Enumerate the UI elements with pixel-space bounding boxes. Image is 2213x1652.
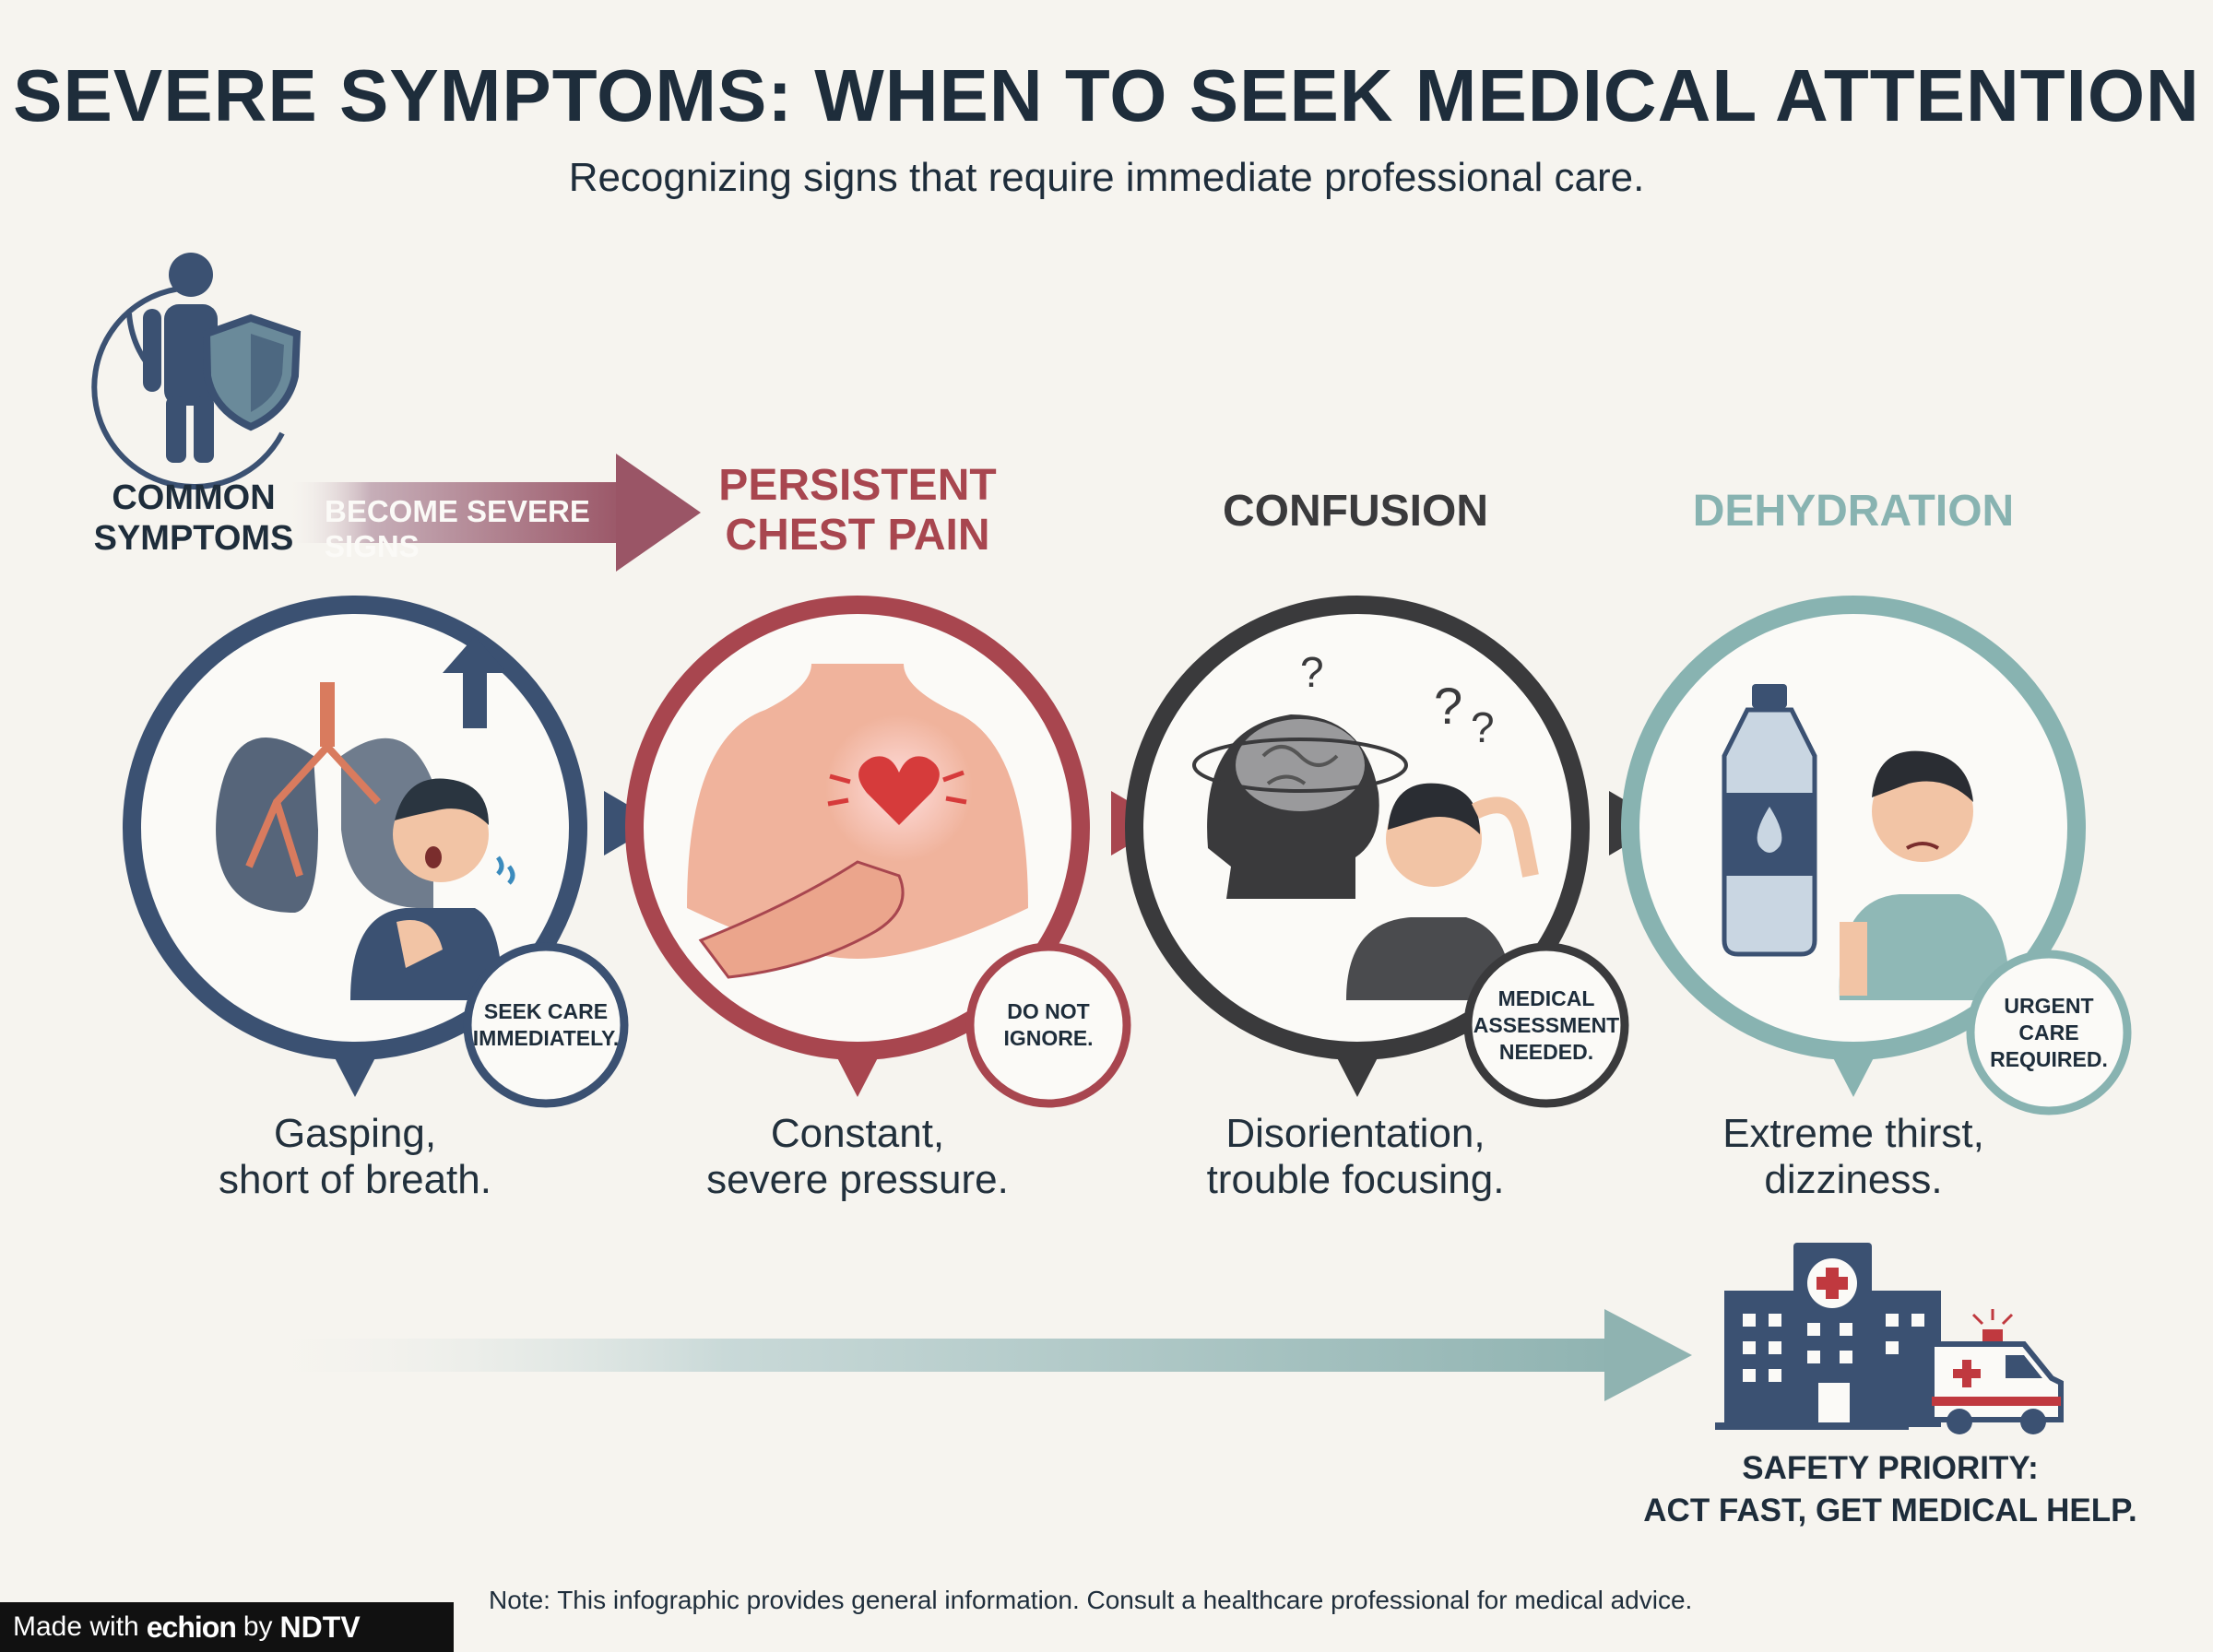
caption-line2: trouble focusing. [1206,1157,1505,1202]
water-bottle-icon [1722,684,1817,957]
hospital-icon [1715,1243,1941,1430]
credit-brand: echion [146,1610,237,1644]
caption-breathing: Gasping, short of breath. [152,1111,558,1203]
credit-banner: Made with echion by NDTV [0,1602,454,1652]
dehydrated-person-icon [1839,750,2010,1000]
stage-circle-confusion: ? ? ? [1125,596,1629,1108]
bottom-arrow [240,1309,1692,1401]
stage-circle-dehydration [1621,596,2132,1115]
badge-ring [1463,942,1629,1108]
stage-heading-confusion: CONFUSION [1223,487,1488,536]
caption-line2: severe pressure. [706,1157,1009,1202]
caption-dehydration: Extreme thirst, dizziness. [1651,1111,2056,1203]
chest-pain-icon [687,664,1028,979]
gasping-person-icon [350,778,515,1000]
ambulance-icon [1929,1309,2064,1434]
person-shield-icon [91,253,302,490]
badge-ring [463,942,629,1108]
caption-line1: Disorientation, [1225,1111,1485,1156]
svg-text:?: ? [1300,648,1324,696]
common-symptoms-line1: COMMON [112,478,276,517]
badge-do-not-ignore: DO NOT IGNORE. [1003,999,1094,1050]
page-title: SEVERE SYMPTOMS: WHEN TO SEEK MEDICAL AT… [13,54,2200,136]
credit-prefix: Made with [13,1611,139,1642]
confused-head-icon: ? ? ? [1192,648,1539,1000]
credit-by: by [243,1611,273,1642]
heading-line2: CHEST PAIN [725,511,990,560]
badge-ring [1966,950,2132,1115]
caption-line1: Extreme thirst, [1722,1111,1984,1156]
badge-medical-assessment: MEDICAL ASSESSMENT NEEDED. [1473,985,1620,1064]
safety-line2: ACT FAST, GET MEDICAL HELP. [1643,1493,2137,1528]
badge-ring [965,942,1131,1108]
stage-heading-chest-pain: PERSISTENT CHEST PAIN [673,461,1042,560]
caption-line1: Constant, [770,1111,945,1156]
intro-arrow [286,454,701,572]
badge-urgent-care: URGENT CARE REQUIRED. [1990,993,2108,1071]
intro-arrow-text: BECOME SEVERE SIGNS [325,494,590,563]
safety-priority: SAFETY PRIORITY: ACT FAST, GET MEDICAL H… [1568,1447,2213,1532]
credit-org: NDTV [279,1610,361,1644]
caption-line2: dizziness. [1764,1157,1943,1202]
svg-text:?: ? [1434,677,1462,735]
page-subtitle: Recognizing signs that require immediate… [568,155,1645,200]
caption-chest-pain: Constant, severe pressure. [655,1111,1060,1203]
arrow-up-icon [443,636,507,728]
svg-text:?: ? [1471,703,1495,751]
stage-circle-chest-pain [625,596,1131,1108]
common-symptoms-line2: SYMPTOMS [93,519,294,558]
stage-circle-breathing [123,596,629,1108]
caption-line1: Gasping, [273,1111,437,1156]
heading-line1: PERSISTENT [718,461,997,510]
footer-note: Note: This infographic provides general … [489,1586,1693,1614]
common-symptoms-label: COMMON SYMPTOMS [88,478,300,559]
caption-confusion: Disorientation, trouble focusing. [1153,1111,1558,1203]
stage-heading-dehydration: DEHYDRATION [1692,487,2015,536]
caption-line2: short of breath. [219,1157,491,1202]
safety-line1: SAFETY PRIORITY: [1742,1450,2039,1486]
badge-seek-care: SEEK CARE IMMEDIATELY. [472,999,620,1050]
